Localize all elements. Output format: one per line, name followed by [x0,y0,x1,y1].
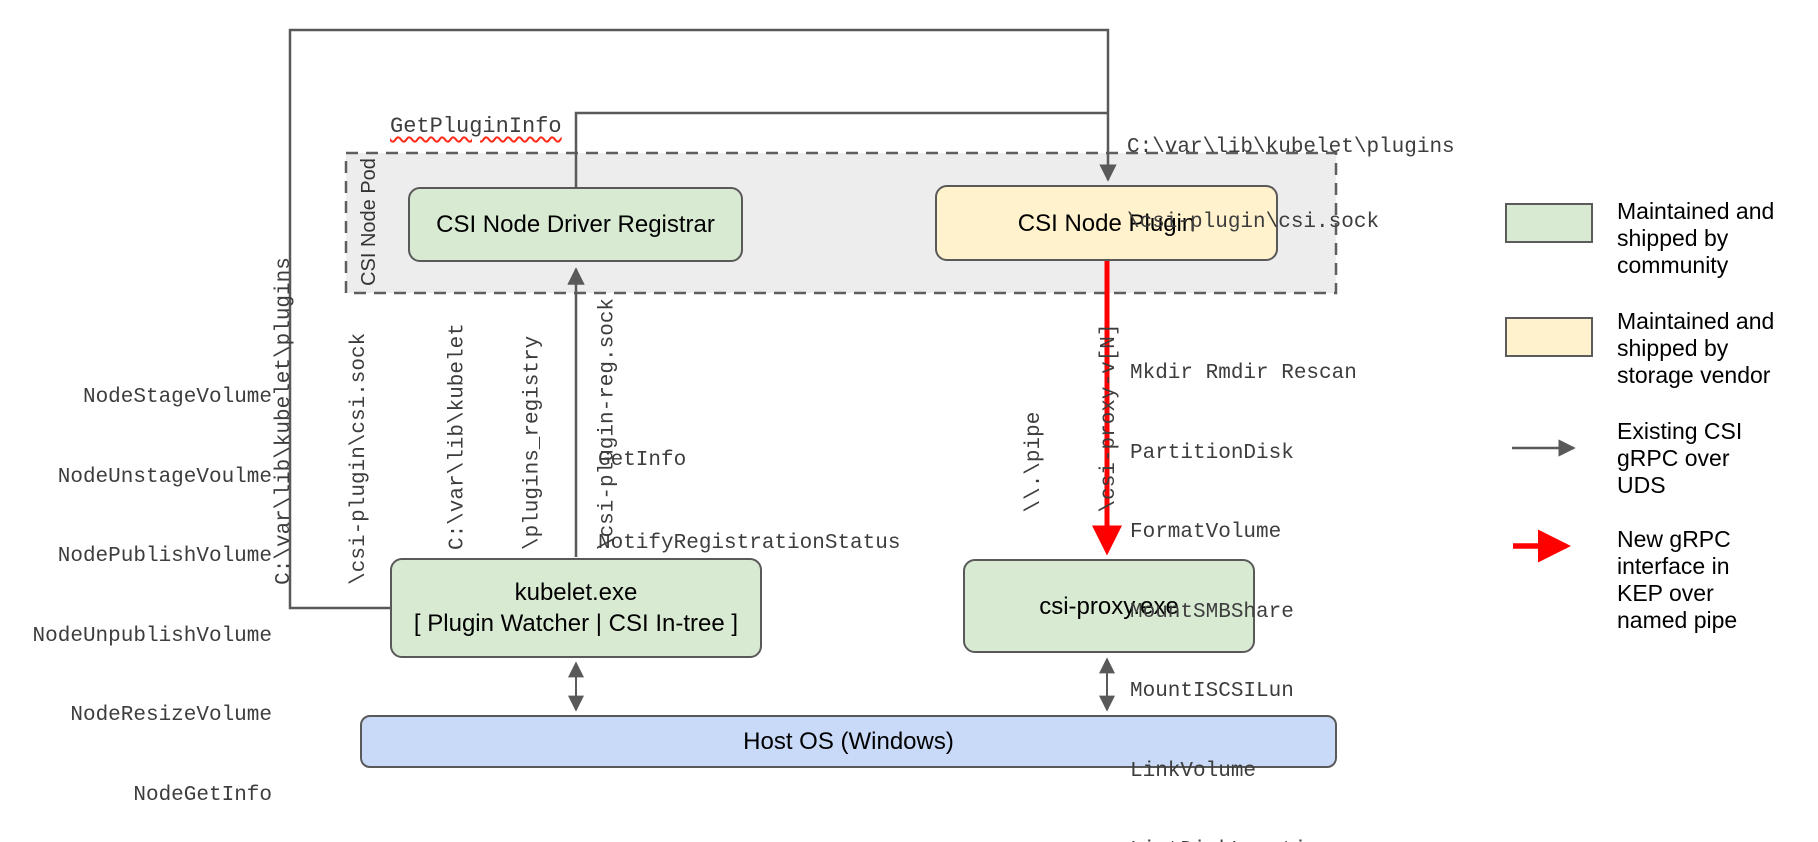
plugins-registry-sock-line2: \plugins_registry [521,335,545,551]
legend-community-text: Maintained and shipped by community [1617,198,1818,279]
kubelet-plugins-sock-rotated: C:\var\lib\kubelet\plugins \csi-plugin\c… [222,257,422,585]
registration-method: GetInfo [598,449,687,472]
plugin-socket-path-line1: C:\var\lib\kubelet\plugins [1127,136,1455,159]
kubelet-label-line2: [ Plugin Watcher | CSI In-tree ] [413,610,739,637]
kubelet-plugins-sock-line2: \csi-plugin\csi.sock [348,332,371,585]
host-os-label: Host OS (Windows) [743,728,954,755]
plugins-registry-sock-line3: \csi-plugin-reg.sock [596,297,620,551]
legend-line: named pipe [1617,607,1738,633]
legend-vendor-swatch [1505,317,1593,357]
proxy-method: PartitionDisk [1130,441,1294,465]
legend-new-grpc-text: New gRPC interface in KEP over named pip… [1617,526,1818,634]
legend-community-swatch [1505,203,1593,243]
named-pipe-line2: \csi-proxy-v[N] [1098,323,1121,513]
proxy-method: MountISCSILun [1130,680,1294,703]
kubelet-plugins-sock-line1: C:\var\lib\kubelet\plugins [273,257,296,585]
kubelet-box: kubelet.exe [ Plugin Watcher | CSI In-tr… [390,558,762,658]
proxy-methods-list: Mkdir Rmdir Rescan PartitionDisk FormatV… [1130,308,1357,842]
legend-line: shipped by [1617,335,1729,361]
get-plugin-info-label: GetPluginInfo [390,114,562,139]
legend-line: interface in [1617,553,1730,579]
proxy-method: MountSMBShare [1130,600,1294,624]
registration-method: NotifyRegistrationStatus [598,531,901,555]
proxy-method: Mkdir Rmdir Rescan [1130,362,1357,385]
legend-line: UDS [1617,472,1666,498]
plugins-registry-sock-line1: C:\var\lib\kubelet [446,323,470,551]
csi-node-plugin-box: CSI Node Plugin [935,185,1278,261]
kubelet-to-plugin-line [288,28,1117,610]
node-method: NodeUnstageVoulme [57,465,272,489]
legend-line: Maintained and [1617,308,1775,334]
legend-vendor-text: Maintained and shipped by storage vendor [1617,308,1818,389]
plugin-socket-path-line2: \csi-plugin\csi.sock [1127,211,1380,234]
registrar-label: CSI Node Driver Registrar [436,211,715,238]
legend-line: Maintained and [1617,198,1775,224]
node-method: NodeResizeVolume [70,704,272,727]
node-method: NodeGetInfo [133,783,272,807]
registrar-to-plugin-line [574,111,1108,187]
legend-line: community [1617,252,1729,278]
legend-line: Existing CSI [1617,418,1743,444]
csi-proxy-label: csi-proxy.exe [1039,592,1179,620]
csi-node-driver-registrar-box: CSI Node Driver Registrar [408,187,743,262]
csi-proxy-box: csi-proxy.exe [963,559,1255,653]
legend-line: KEP over [1617,580,1714,606]
node-method: NodeStageVolume [82,386,272,409]
plugins-registry-sock-rotated: C:\var\lib\kubelet \plugins_registry \cs… [396,298,671,550]
registration-methods-list: GetInfo NotifyRegistrationStatus [598,392,900,612]
legend-line: gRPC over [1617,445,1730,471]
legend-line: New gRPC [1617,526,1731,552]
proxy-method: ListDiskLocations [1130,838,1357,842]
legend-line: shipped by [1617,225,1729,251]
proxy-method: FormatVolume [1130,521,1282,544]
named-pipe-line1: \\.\pipe [1023,411,1046,513]
kubelet-label-line1: kubelet.exe [514,579,638,606]
proxy-method: LinkVolume [1130,759,1257,783]
legend-line: storage vendor [1617,362,1771,388]
node-method: NodePublishVolume [57,545,272,568]
legend-existing-grpc-text: Existing CSI gRPC over UDS [1617,418,1818,499]
host-os-box: Host OS (Windows) [360,715,1337,768]
plugin-socket-path: C:\var\lib\kubelet\plugins \csi-plugin\c… [1127,85,1455,285]
plugin-label: CSI Node Plugin [1017,209,1196,237]
node-method: NodeUnpublishVolume [32,624,272,648]
named-pipe-rotated: \\.\pipe \csi-proxy-v[N] [972,323,1172,512]
node-methods-list: NodeStageVolume NodeUnstageVoulme NodePu… [30,332,272,842]
